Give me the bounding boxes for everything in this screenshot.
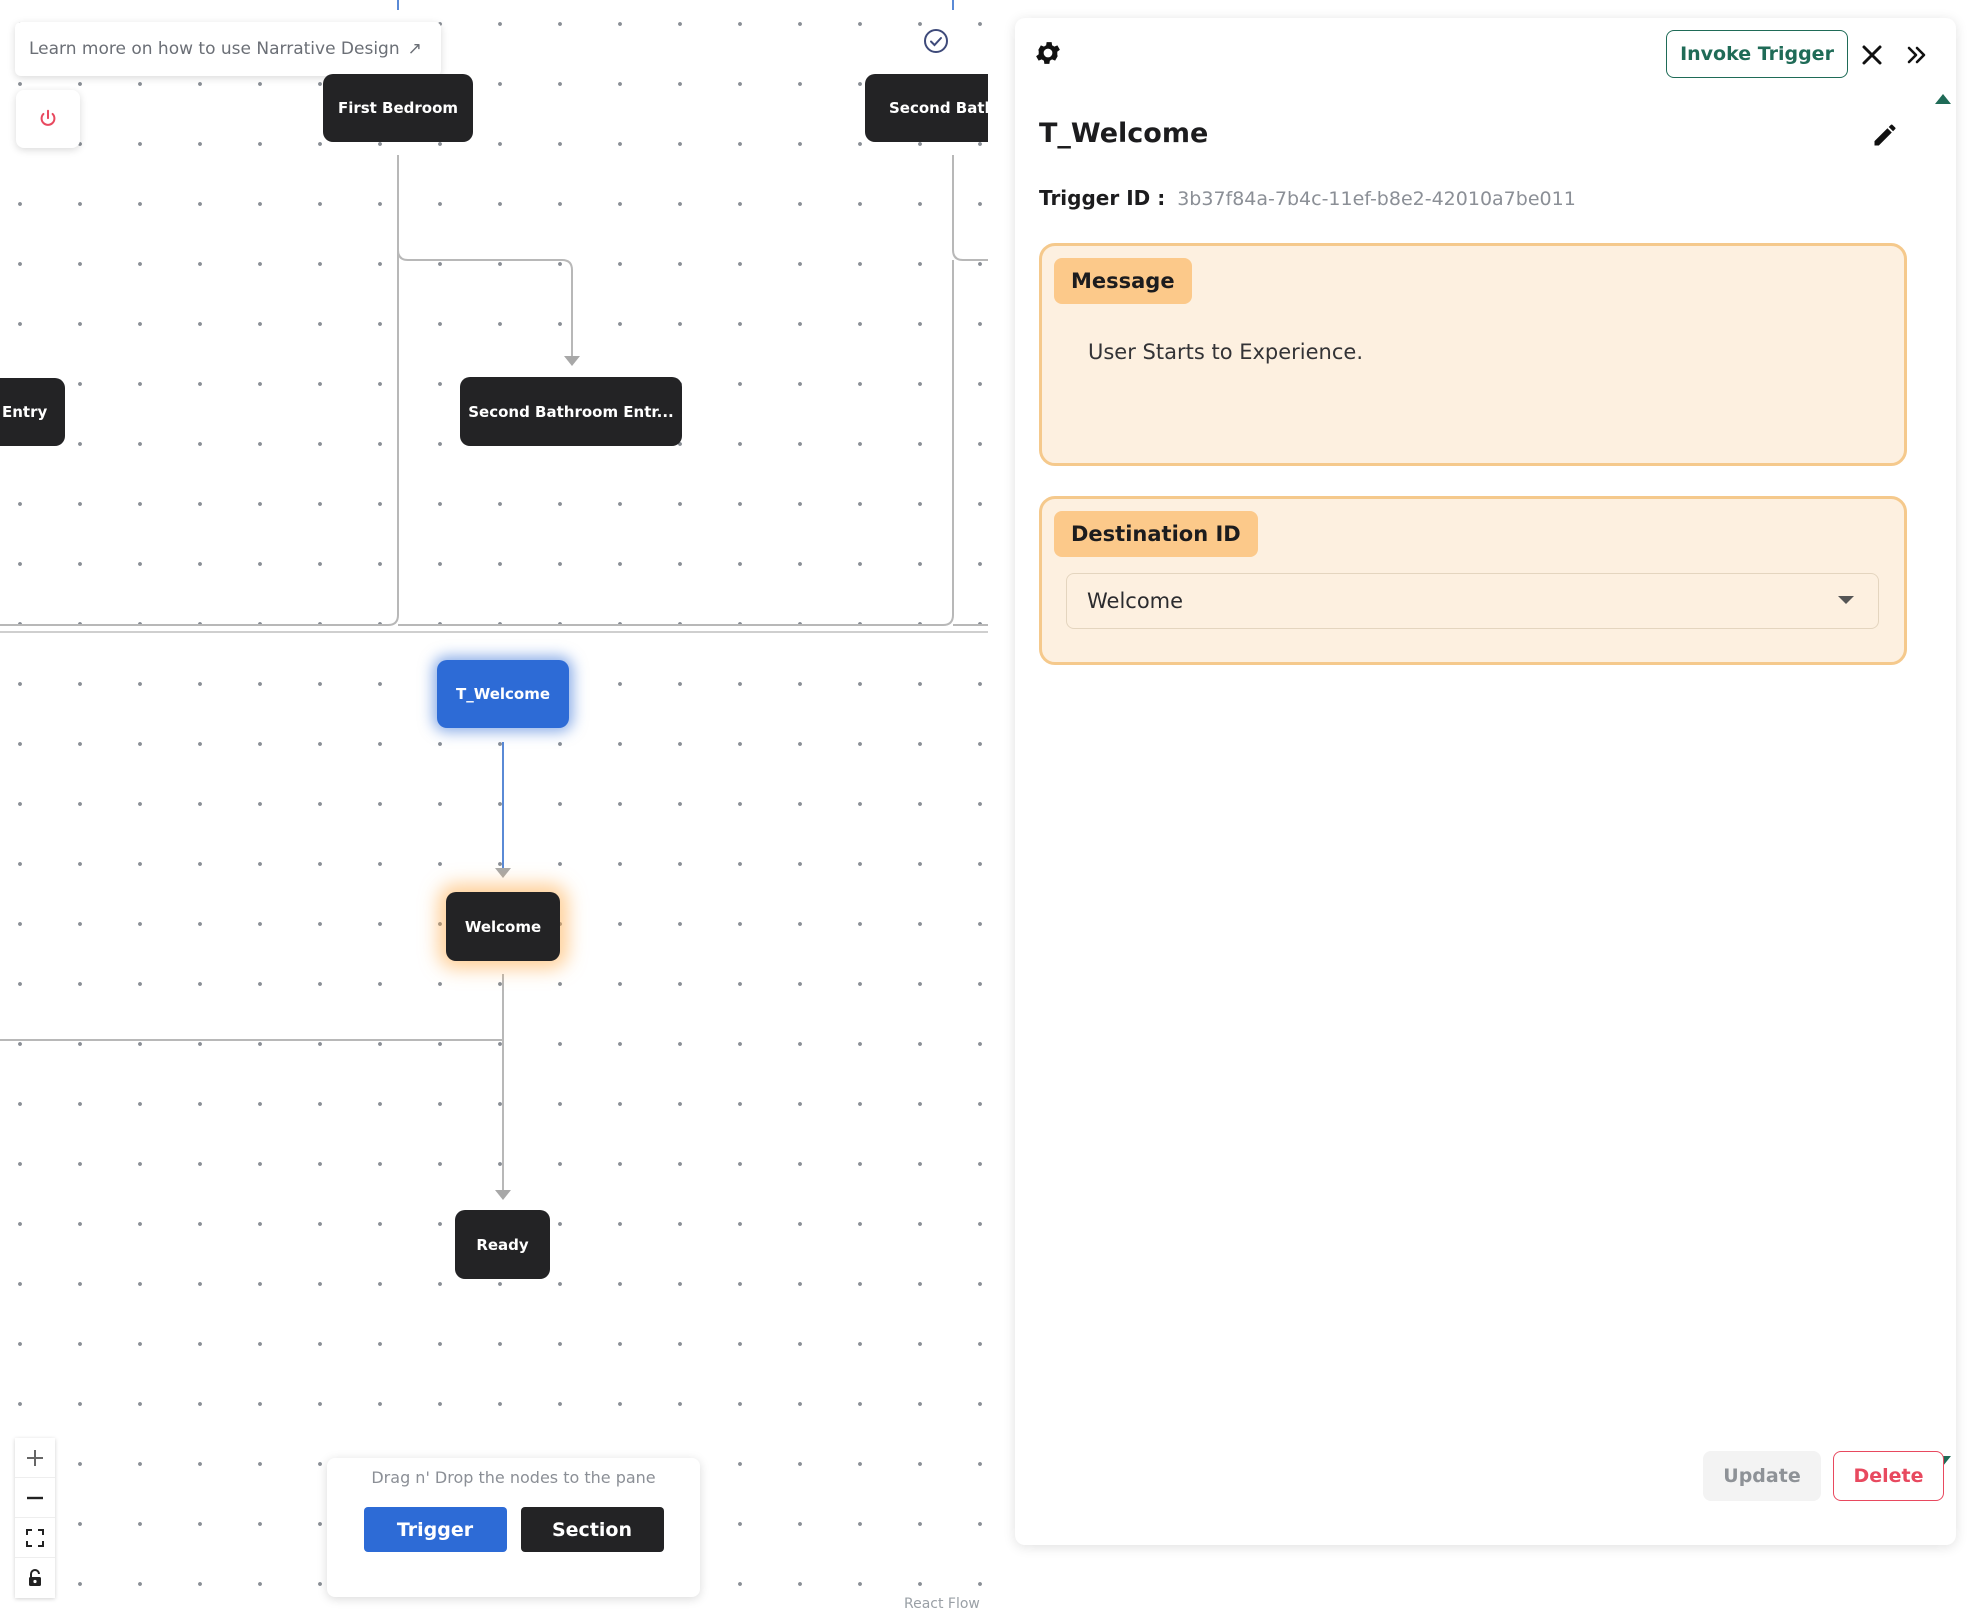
invoke-trigger-button[interactable]: Invoke Trigger bbox=[1666, 30, 1848, 78]
node-second-bathroom-entry[interactable]: Second Bathroom Entr... bbox=[460, 377, 682, 446]
node-label: Entry bbox=[2, 403, 48, 421]
check-circle-icon bbox=[924, 29, 948, 53]
minus-icon bbox=[27, 1496, 43, 1499]
scroll-up-icon[interactable] bbox=[1935, 94, 1951, 104]
zoom-out-button[interactable] bbox=[15, 1478, 55, 1518]
trigger-detail-panel: Invoke Trigger T_Welcome Trigger ID : 3b… bbox=[1015, 18, 1956, 1545]
edges-layer bbox=[0, 0, 988, 1200]
node-label: T_Welcome bbox=[455, 685, 551, 703]
node-second-bathroom[interactable]: Second Bathr bbox=[865, 74, 988, 142]
message-text[interactable]: User Starts to Experience. bbox=[1088, 340, 1363, 364]
zoom-in-button[interactable] bbox=[15, 1438, 55, 1478]
node-entry[interactable]: Entry bbox=[0, 378, 65, 446]
node-label: Ready bbox=[476, 1235, 529, 1254]
learn-more-text: Learn more on how to use Narrative Desig… bbox=[29, 39, 400, 59]
edge-second-bathroom-right bbox=[952, 155, 988, 261]
pencil-icon[interactable] bbox=[1871, 121, 1899, 149]
power-button[interactable] bbox=[16, 90, 80, 148]
update-button[interactable]: Update bbox=[1703, 1451, 1821, 1501]
edge-to-second-bathroom-entry bbox=[397, 249, 573, 358]
trigger-title: T_Welcome bbox=[1039, 118, 1209, 149]
trigger-node-draggable[interactable]: Trigger bbox=[363, 1507, 507, 1552]
edge-arrow bbox=[495, 868, 511, 878]
caret-down-icon bbox=[1838, 596, 1854, 604]
section-node-draggable[interactable]: Section bbox=[520, 1507, 664, 1552]
flow-canvas[interactable]: Learn more on how to use Narrative Desig… bbox=[0, 0, 988, 1611]
node-welcome[interactable]: Welcome bbox=[446, 892, 560, 961]
close-icon[interactable] bbox=[1857, 40, 1887, 70]
node-label: Second Bathroom Entr... bbox=[468, 402, 674, 421]
zoom-controls bbox=[15, 1438, 55, 1598]
destination-select[interactable]: Welcome bbox=[1066, 573, 1879, 629]
node-palette: Drag n' Drop the nodes to the pane Trigg… bbox=[327, 1458, 700, 1597]
edge-first-bedroom-down bbox=[0, 155, 399, 626]
message-card: Message User Starts to Experience. bbox=[1039, 243, 1907, 466]
destination-label: Destination ID bbox=[1054, 511, 1258, 557]
palette-buttons: Trigger Section bbox=[363, 1507, 664, 1552]
edge-second-bathroom-down bbox=[398, 260, 954, 626]
destination-selected-value: Welcome bbox=[1087, 589, 1184, 613]
trigger-id-row: Trigger ID : 3b37f84a-7b4c-11ef-b8e2-420… bbox=[1039, 186, 1576, 210]
plus-icon bbox=[27, 1449, 43, 1466]
node-label: Welcome bbox=[464, 917, 542, 936]
node-label: Second Bathr bbox=[889, 99, 988, 117]
learn-more-link[interactable]: Learn more on how to use Narrative Desig… bbox=[15, 22, 441, 76]
gear-icon[interactable] bbox=[1033, 38, 1063, 68]
chevron-double-right-icon[interactable] bbox=[1902, 40, 1932, 70]
power-icon bbox=[40, 109, 56, 126]
react-flow-attribution[interactable]: React Flow bbox=[904, 1596, 980, 1611]
delete-button[interactable]: Delete bbox=[1833, 1451, 1944, 1501]
edge-arrow bbox=[495, 1190, 511, 1200]
node-t-welcome[interactable]: T_Welcome bbox=[437, 660, 569, 728]
external-link-icon: ↗ bbox=[407, 39, 422, 59]
message-label: Message bbox=[1054, 258, 1192, 304]
fit-view-icon bbox=[26, 1528, 44, 1547]
node-label: First Bedroom bbox=[337, 99, 459, 117]
fit-view-button[interactable] bbox=[15, 1518, 55, 1558]
trigger-id-value: 3b37f84a-7b4c-11ef-b8e2-42010a7be011 bbox=[1177, 188, 1576, 210]
node-first-bedroom[interactable]: First Bedroom bbox=[323, 74, 473, 142]
destination-card: Destination ID Welcome bbox=[1039, 496, 1907, 665]
trigger-id-label: Trigger ID : bbox=[1039, 186, 1166, 210]
lock-button[interactable] bbox=[15, 1558, 55, 1598]
node-ready[interactable]: Ready bbox=[455, 1210, 550, 1279]
palette-hint: Drag n' Drop the nodes to the pane bbox=[371, 1468, 656, 1487]
edge-arrow bbox=[564, 356, 580, 366]
lock-icon bbox=[29, 1569, 41, 1586]
